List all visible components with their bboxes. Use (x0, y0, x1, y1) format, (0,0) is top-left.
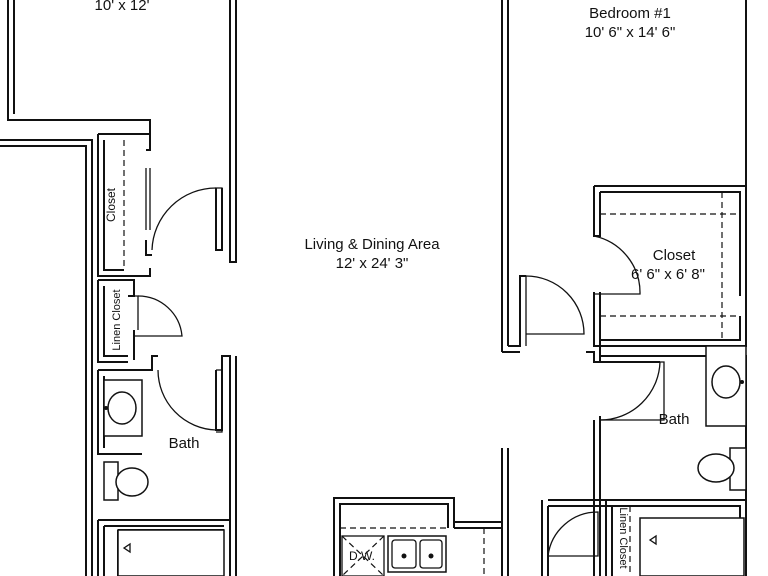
right-wing-walls (501, 0, 747, 576)
right-bath-fixtures (639, 345, 747, 576)
closet-left-name: Closet (104, 187, 118, 222)
kitchen (333, 448, 509, 576)
left-doors (134, 187, 223, 433)
right-doors (520, 235, 665, 557)
tub-left (117, 529, 225, 576)
living-name: Living & Dining Area (304, 236, 440, 253)
left-bath-fixtures (103, 379, 225, 576)
sink-right-icon (711, 365, 741, 399)
closet-main-name: Closet (653, 247, 696, 264)
toilet-bowl-right-icon (697, 453, 735, 483)
dishwasher-label: D.W. (349, 549, 375, 563)
bath-right-name: Bath (659, 411, 690, 428)
closet-main-dims: 6' 6" x 6' 8" (631, 266, 705, 283)
linen-right-name: Linen Closet (617, 507, 629, 568)
bedroom1-name: Bedroom #1 (589, 5, 671, 22)
dishwasher (341, 535, 385, 576)
living-dims: 12' x 24' 3" (336, 255, 409, 272)
right-closet-details (600, 192, 740, 576)
sink-left-icon (107, 391, 137, 425)
tub-right (639, 517, 745, 576)
left-closet-details (123, 140, 151, 270)
top-left-room-dims: 10' x 12' (95, 0, 150, 14)
bath-left-name: Bath (169, 435, 200, 452)
linen-left-name: Linen Closet (111, 289, 123, 350)
bedroom1-dims: 10' 6" x 14' 6" (585, 24, 676, 41)
toilet-bowl-left-icon (115, 467, 149, 497)
kitchen-sink-icon (387, 535, 447, 573)
